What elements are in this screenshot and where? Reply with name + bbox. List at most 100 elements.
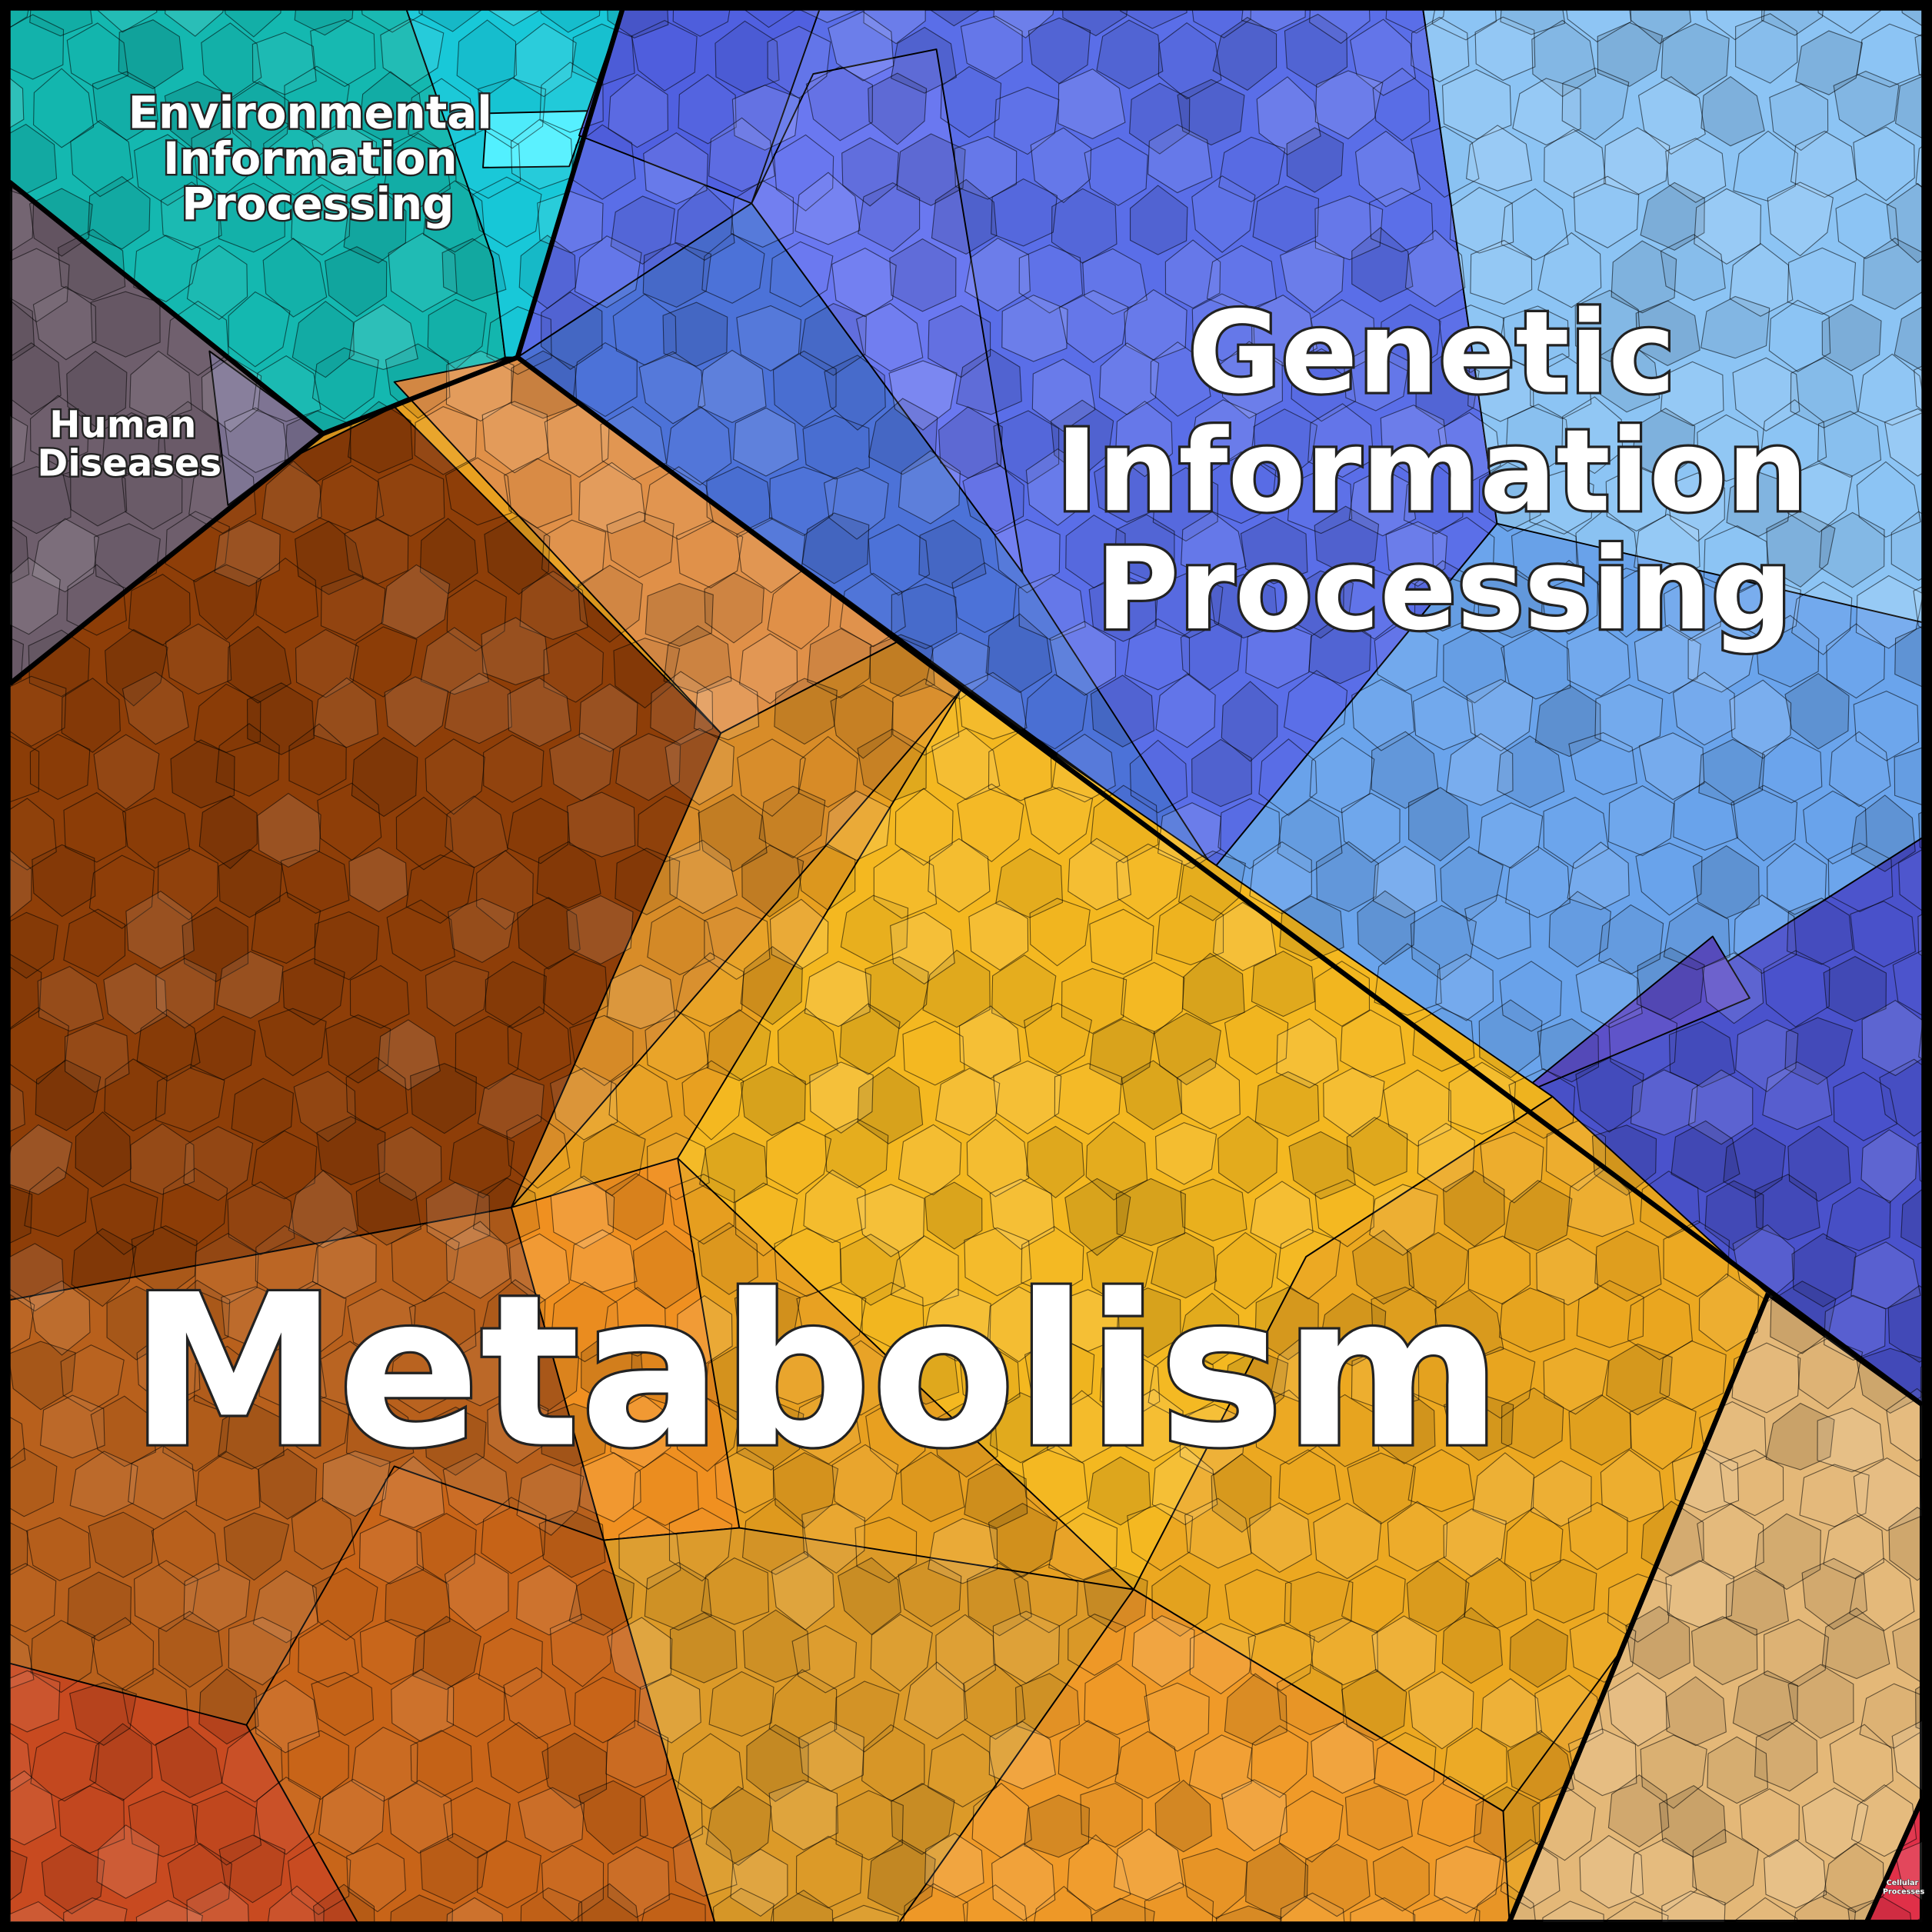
voronoi-cell bbox=[1697, 1503, 1764, 1580]
voronoi-cell bbox=[1898, 849, 1923, 911]
voronoi-cell bbox=[158, 1611, 223, 1688]
voronoi-cell bbox=[381, 564, 451, 639]
voronoi-cell bbox=[672, 1397, 741, 1472]
voronoi-cell bbox=[1127, 1503, 1194, 1571]
voronoi-cell bbox=[1568, 731, 1637, 795]
voronoi-cell bbox=[71, 1227, 137, 1307]
voronoi-cell bbox=[288, 1730, 349, 1800]
voronoi-cell bbox=[1640, 182, 1705, 251]
voronoi-cell bbox=[1024, 787, 1094, 855]
voronoi-cell bbox=[826, 1340, 896, 1416]
voronoi-cell bbox=[895, 1335, 960, 1405]
voronoi-cell bbox=[1738, 578, 1801, 642]
voronoi-cell bbox=[288, 1841, 351, 1916]
voronoi-cell bbox=[608, 74, 669, 148]
voronoi-cell bbox=[1217, 1115, 1278, 1194]
voronoi-cell bbox=[1501, 628, 1571, 700]
voronoi-cell bbox=[774, 678, 838, 745]
voronoi-cell bbox=[1253, 408, 1318, 483]
voronoi-cell bbox=[1917, 1141, 1923, 1183]
voronoi-cell bbox=[1803, 790, 1867, 864]
voronoi-cell bbox=[1821, 1607, 1890, 1680]
voronoi-cell bbox=[1594, 1231, 1662, 1302]
voronoi-cell bbox=[1470, 239, 1533, 305]
voronoi-cell bbox=[1155, 894, 1224, 966]
voronoi-cell bbox=[9, 1007, 69, 1085]
voronoi-cell bbox=[767, 25, 831, 99]
voronoi-cell bbox=[516, 1565, 582, 1636]
voronoi-cell bbox=[1542, 1900, 1604, 1923]
voronoi-cell bbox=[455, 127, 521, 199]
voronoi-cell bbox=[801, 1503, 865, 1574]
voronoi-cell bbox=[35, 1059, 102, 1131]
voronoi-cell bbox=[1151, 1446, 1218, 1526]
voronoi-cell bbox=[1498, 1287, 1565, 1353]
voronoi-cell bbox=[794, 172, 861, 245]
voronoi-cell bbox=[506, 1114, 571, 1189]
voronoi-cell bbox=[1817, 410, 1882, 478]
voronoi-cell bbox=[165, 9, 224, 37]
voronoi-cell bbox=[1189, 1623, 1257, 1695]
voronoi-cell bbox=[1191, 738, 1252, 808]
voronoi-cell bbox=[311, 1671, 374, 1737]
voronoi-cell bbox=[1637, 75, 1706, 155]
voronoi-cell bbox=[1700, 295, 1770, 359]
voronoi-cell bbox=[1129, 82, 1191, 155]
voronoi-cell bbox=[346, 1843, 406, 1913]
voronoi-cell bbox=[873, 848, 938, 919]
voronoi-cell bbox=[1372, 68, 1431, 142]
voronoi-cell bbox=[9, 1447, 58, 1517]
voronoi-cell bbox=[798, 735, 858, 808]
voronoi-cell bbox=[389, 1340, 453, 1414]
voronoi-cell bbox=[227, 1181, 295, 1256]
voronoi-cell bbox=[312, 1884, 375, 1923]
voronoi-cell bbox=[701, 1557, 770, 1625]
voronoi-cell bbox=[1245, 621, 1312, 689]
voronoi-cell bbox=[931, 728, 1001, 801]
voronoi-cell bbox=[541, 291, 603, 370]
voronoi-cell bbox=[1438, 305, 1505, 373]
voronoi-cell bbox=[741, 844, 804, 918]
voronoi-cell bbox=[1014, 1564, 1079, 1634]
voronoi-cell bbox=[444, 1553, 509, 1631]
voronoi-cell bbox=[9, 798, 57, 871]
voronoi-cell bbox=[9, 1634, 35, 1689]
voronoi-cell bbox=[446, 579, 507, 652]
voronoi-cell bbox=[742, 1609, 811, 1683]
voronoi-cell bbox=[1847, 1896, 1912, 1923]
voronoi-cell bbox=[311, 124, 378, 192]
voronoi-cell bbox=[298, 1620, 359, 1687]
voronoi-cell bbox=[991, 1843, 1056, 1921]
voronoi-cell bbox=[410, 1063, 477, 1134]
voronoi-cell bbox=[536, 841, 601, 909]
voronoi-cell bbox=[386, 899, 455, 972]
voronoi-cell bbox=[385, 1566, 451, 1637]
voronoi-cell bbox=[1314, 1179, 1374, 1247]
voronoi-cell bbox=[384, 676, 449, 748]
voronoi-cell bbox=[1178, 850, 1246, 921]
voronoi-cell bbox=[345, 1057, 408, 1131]
voronoi-cell bbox=[1443, 1508, 1507, 1577]
voronoi-cell bbox=[1224, 1569, 1292, 1635]
voronoi-cell bbox=[9, 1900, 66, 1923]
voronoi-cell bbox=[1786, 462, 1853, 533]
voronoi-cell bbox=[1608, 1006, 1677, 1081]
voronoi-cell bbox=[1573, 175, 1640, 248]
voronoi-cell bbox=[928, 1734, 998, 1808]
voronoi-cell bbox=[24, 1166, 89, 1237]
voronoi-cell bbox=[1116, 843, 1183, 920]
voronoi-cell bbox=[9, 466, 72, 535]
voronoi-cell bbox=[1823, 956, 1887, 1022]
voronoi-cell bbox=[221, 1286, 291, 1349]
voronoi-cell bbox=[824, 1118, 889, 1189]
voronoi-cell bbox=[32, 285, 97, 361]
voronoi-cell bbox=[610, 195, 675, 265]
voronoi-cell bbox=[650, 671, 714, 745]
voronoi-cell bbox=[1313, 1502, 1382, 1580]
voronoi-cell bbox=[773, 134, 834, 212]
region-environmental-information-processing bbox=[9, 9, 623, 435]
voronoi-cell bbox=[1850, 901, 1916, 968]
voronoi-cell bbox=[1114, 1730, 1181, 1799]
voronoi-cell bbox=[155, 1726, 223, 1798]
voronoi-cell bbox=[1474, 1881, 1537, 1923]
